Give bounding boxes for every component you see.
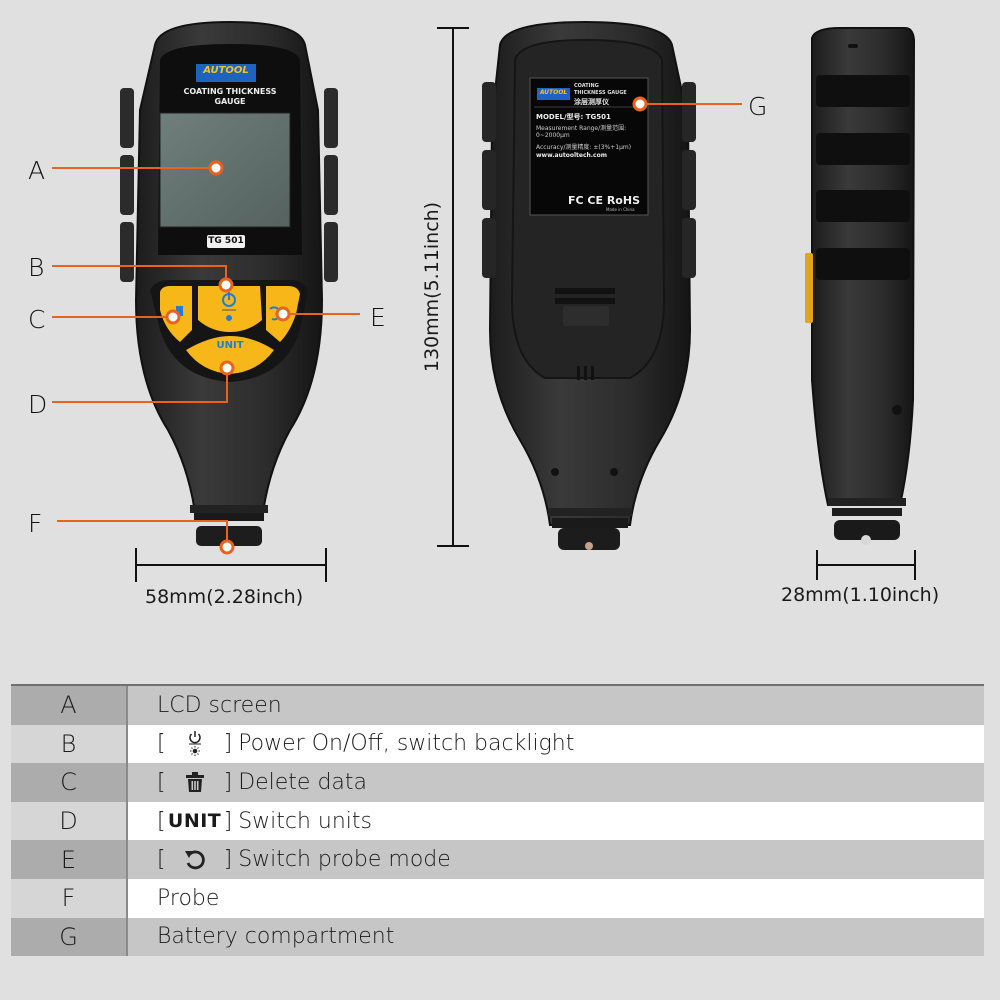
bracket-open: [: [157, 731, 166, 757]
bracket-close: ]: [223, 769, 233, 795]
legend-row-c: C [ ] Delete data: [11, 763, 984, 802]
legend-key: C: [11, 763, 128, 802]
legend-text: Switch probe mode: [238, 847, 451, 873]
legend-row-d: D [ UNIT ] Switch units: [11, 801, 984, 841]
callout-lines: [52, 103, 742, 547]
legend-row-e: E [ ] Switch probe mode: [11, 840, 984, 879]
front-brand-logo: AUTOOL: [203, 65, 249, 76]
back-model: MODEL/型号: TG501: [536, 113, 611, 121]
power-backlight-icon: [166, 730, 224, 758]
front-title-line2: GAUGE: [214, 97, 246, 106]
legend-text: Probe: [157, 885, 220, 911]
bracket-close: ]: [223, 731, 233, 757]
trash-icon: [166, 772, 224, 793]
callout-label-e: E: [370, 303, 386, 332]
back-website: www.autooltech.com: [536, 152, 607, 159]
depth-dimension-label: 28mm(1.10inch): [781, 584, 940, 606]
legend-key: E: [11, 840, 128, 879]
side-view-device: [805, 27, 916, 545]
legend-row-g: G Battery compartment: [11, 917, 984, 957]
callout-dots: [165, 96, 648, 555]
legend-row-f: F Probe: [11, 878, 984, 918]
product-illustration: [52, 20, 916, 582]
bracket-open: [: [157, 847, 166, 873]
model-badge: TG 501: [208, 236, 244, 246]
callout-label-f: F: [28, 509, 43, 538]
unit-button-label: UNIT: [216, 340, 244, 351]
bracket-open: [: [157, 769, 166, 795]
legend-key: B: [11, 724, 128, 764]
callout-label-d: D: [28, 390, 48, 419]
bracket-close: ]: [223, 808, 233, 834]
legend-row-b: B [ ] Power On/Off, switch: [11, 724, 984, 764]
legend-text: Switch units: [238, 808, 373, 834]
legend-text: Delete data: [238, 769, 368, 795]
width-dimension-label: 58mm(2.28inch): [145, 586, 304, 608]
legend-key: D: [11, 801, 128, 841]
back-range-label: Measurement Range/测量范围:: [536, 125, 627, 132]
bracket-close: ]: [223, 847, 233, 873]
back-title-line1: COATING: [574, 83, 599, 89]
legend-key: F: [11, 878, 128, 918]
back-view-device: [482, 20, 696, 550]
bracket-open: [: [157, 808, 166, 834]
callout-label-g: G: [748, 92, 768, 121]
legend-key: G: [11, 917, 128, 957]
front-view-device: [120, 20, 338, 546]
legend-text: LCD screen: [157, 692, 282, 718]
dimension-lines: [135, 27, 916, 582]
unit-text-icon: UNIT: [167, 810, 222, 833]
callout-label-c: C: [28, 305, 46, 334]
back-brand-logo: AUTOOL: [539, 89, 568, 96]
rotate-icon: [166, 849, 224, 871]
front-title-line1: COATING THICKNESS: [183, 87, 277, 96]
legend-key: A: [11, 686, 128, 725]
legend-row-a: A LCD screen: [11, 686, 984, 725]
back-range-value: 0~2000μm: [536, 132, 570, 139]
callout-label-b: B: [28, 253, 45, 282]
height-dimension-label: 130mm(5.11inch): [421, 201, 443, 373]
callout-label-a: A: [28, 156, 46, 185]
back-title-line2: THICKNESS GAUGE: [574, 90, 627, 96]
back-certifications: FC CE RoHS: [568, 194, 640, 207]
legend-text: Battery compartment: [157, 924, 395, 950]
legend-text: Power On/Off, switch backlight: [238, 731, 575, 757]
back-made-in: Made in China: [606, 207, 635, 212]
back-accuracy: Accuracy/测量精度: ±(3%+1μm): [536, 144, 632, 151]
legend-table: A LCD screen B [ ]: [11, 684, 984, 957]
back-title-cn: 涂层测厚仪: [574, 98, 609, 106]
